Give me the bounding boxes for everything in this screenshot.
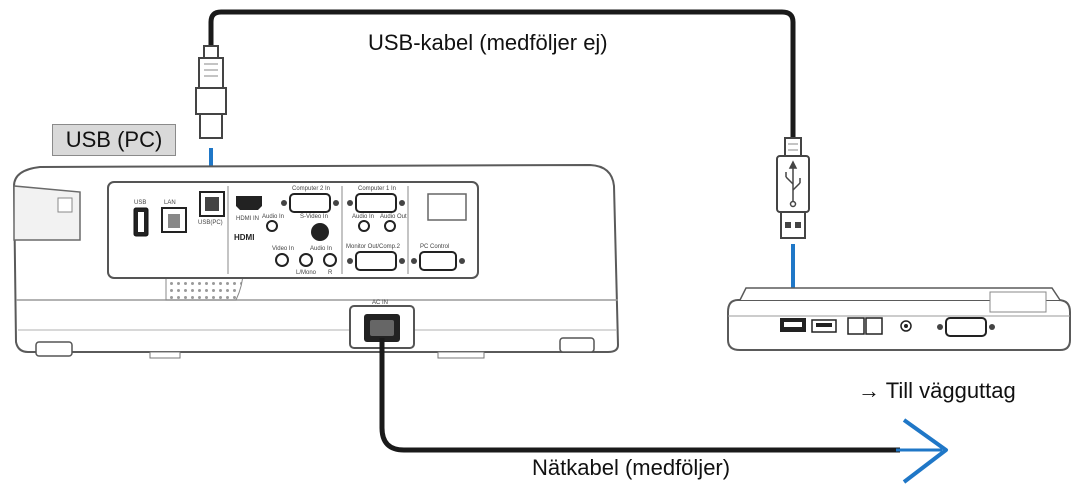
video-in-jack <box>275 253 289 267</box>
label-hdmi-in: HDMI IN <box>236 216 259 222</box>
label-audio-out: Audio Out <box>380 214 407 220</box>
label-usb-pc: USB(PC) <box>198 220 223 226</box>
label-computer1-in: Computer 1 In <box>358 186 396 192</box>
label-hdmi-logo: HDMI <box>234 233 254 242</box>
label-video-in: Video In <box>272 246 294 252</box>
wall-outlet-label: → Till vägguttag <box>858 378 1016 403</box>
label-audio-in-right: Audio In <box>352 214 374 220</box>
computer-1-in-port <box>355 193 397 213</box>
hdmi-port <box>236 196 262 210</box>
label-audio-in-left: Audio In <box>262 214 284 220</box>
projector: USB LAN USB(PC) HDMI IN HDMI Computer 2 … <box>12 163 620 359</box>
pc-control-port <box>419 251 457 271</box>
monitor-out-port <box>355 251 397 271</box>
audio-in-jack <box>358 220 370 232</box>
usb-cable-label: USB-kabel (medföljer ej) <box>368 30 608 55</box>
audio-out-jack <box>384 220 396 232</box>
usb-b-plug <box>195 45 227 139</box>
usb-pc-label-box: USB (PC) <box>52 124 176 156</box>
usb-cable <box>208 9 796 140</box>
audio-in-jack <box>266 220 278 232</box>
laptop <box>727 287 1071 351</box>
label-pc-control: PC Control <box>420 244 449 250</box>
power-cable-label: Nätkabel (medföljer) <box>532 455 731 480</box>
laptop-modem-port <box>865 317 883 335</box>
label-audio-in-lower: Audio In <box>310 246 332 252</box>
label-s-video-in: S-Video In <box>300 214 328 220</box>
label-computer2-in: Computer 2 In <box>292 186 330 192</box>
audio-l-jack <box>299 253 313 267</box>
label-usb: USB <box>134 200 146 206</box>
label-monitor-out: Monitor Out/Comp.2 <box>346 244 401 250</box>
s-video-in-jack <box>311 223 329 241</box>
laptop-vga-port <box>945 317 987 337</box>
laptop-lan-port <box>847 317 865 335</box>
computer-2-in-port <box>289 193 331 213</box>
usb-trident-icon <box>785 160 801 208</box>
right-chevron-arrow-icon <box>902 418 948 484</box>
power-cable <box>379 338 900 453</box>
audio-r-jack <box>323 253 337 267</box>
usb-a-plug <box>776 137 810 239</box>
label-lan: LAN <box>164 200 176 206</box>
label-ac-in: AC IN <box>372 300 388 306</box>
label-l-mono: L/Mono <box>296 270 317 276</box>
label-r: R <box>328 270 333 276</box>
